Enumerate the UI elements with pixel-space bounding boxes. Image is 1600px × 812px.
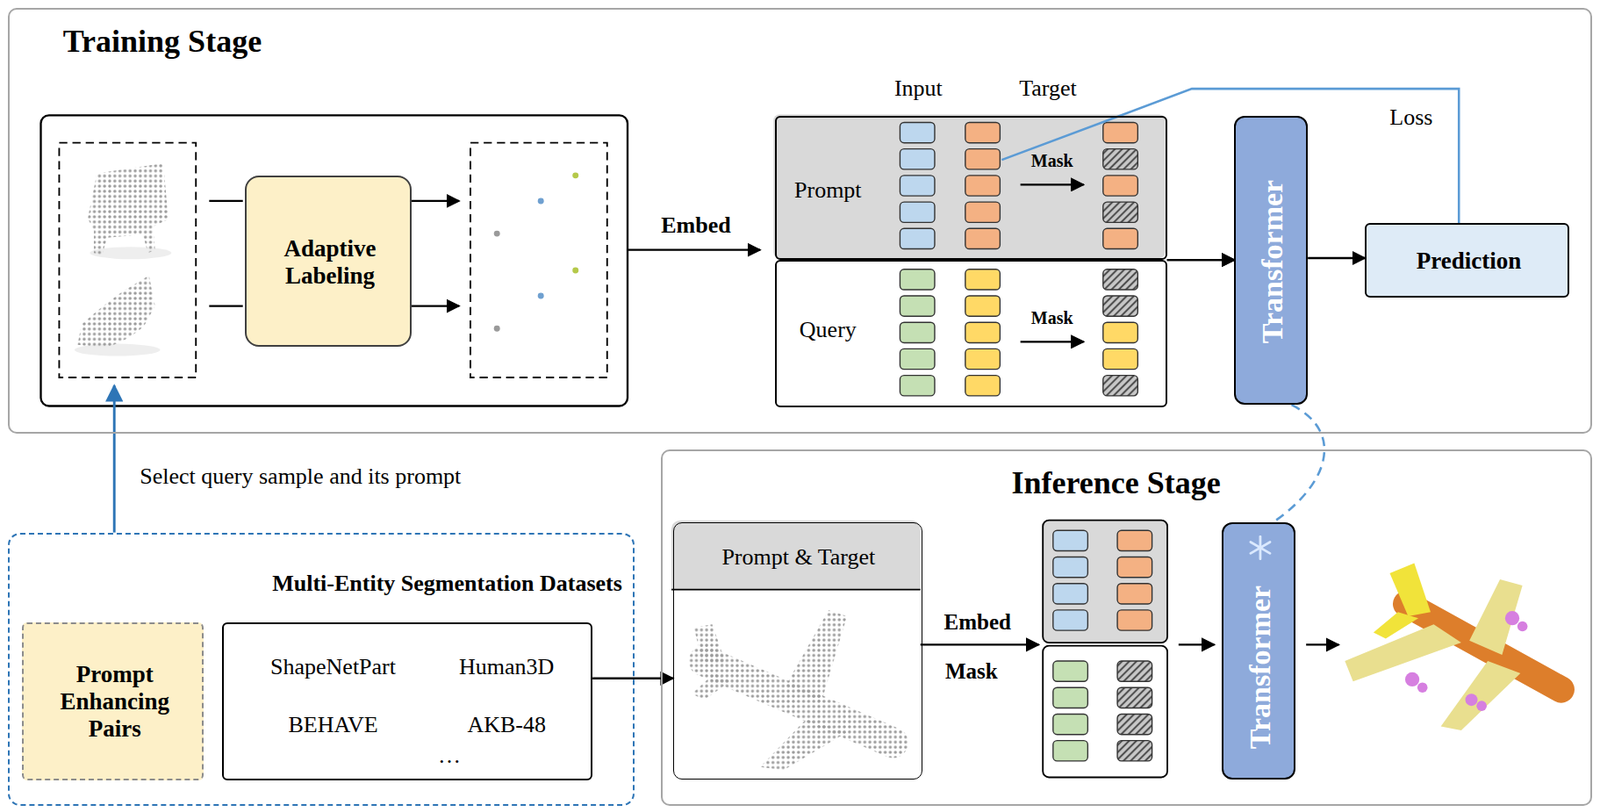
free-label: Select query sample and its prompt: [139, 463, 461, 490]
free-label: Embed: [944, 609, 1012, 636]
token-cell: [1103, 269, 1139, 290]
token-cell: [899, 121, 935, 143]
model-box: Transformer: [1234, 115, 1308, 405]
token-group: Prompt: [774, 115, 1167, 260]
token-cell: [965, 269, 1001, 290]
token-cell: [1053, 583, 1089, 604]
node-label: AKB-48: [466, 711, 546, 739]
token-cell: [1103, 175, 1139, 196]
token-cell: [965, 175, 1001, 196]
token-cell: [1117, 660, 1153, 682]
token-cell: [965, 121, 1001, 143]
panel-title: Multi-Entity Segmentation Datasets: [272, 570, 623, 597]
token-cell: [899, 348, 935, 369]
process-box: Adaptive Labeling: [244, 175, 413, 347]
token-cell: [1117, 530, 1153, 551]
free-label: Input: [894, 75, 943, 102]
token-cell: [965, 375, 1001, 396]
stage-panel: Training StageAdaptive Labeling PromptQue…: [7, 7, 1592, 434]
token-cell: [1103, 295, 1139, 316]
model-box: Transformer: [1221, 522, 1296, 780]
token-cell: [1117, 556, 1153, 577]
connector: [1273, 404, 1325, 523]
free-label: Mask: [945, 659, 998, 685]
node-label: Transformer: [1243, 585, 1278, 749]
token-cell: [1053, 713, 1089, 734]
token-cell: [1053, 530, 1089, 551]
node-label: …: [437, 742, 461, 769]
data-box: Prompt Enhancing Pairs: [21, 622, 204, 781]
token-cell: [899, 269, 935, 290]
node-label: Prompt & Target: [721, 544, 876, 571]
input-box: Prompt & Target: [673, 522, 923, 780]
token-cell: [965, 322, 1001, 343]
token-cell: [1103, 348, 1139, 369]
token-cell: [899, 295, 935, 316]
free-label: Target: [1018, 75, 1077, 102]
dataset-list: ShapeNetPart Human3D BEHAVE AKB-48…: [222, 622, 593, 781]
token-cell: [965, 348, 1001, 369]
token-cell: [899, 149, 935, 170]
panel-title: Inference Stage: [1011, 465, 1220, 502]
connector: [1307, 257, 1365, 259]
token-cell: [1103, 322, 1139, 343]
connector: [1167, 258, 1235, 261]
node-label: Adaptive Labeling: [253, 235, 407, 290]
node-label: Query: [799, 316, 857, 344]
token-cell: [1117, 609, 1153, 631]
frozen-icon: [1248, 535, 1273, 560]
token-cell: [1053, 609, 1089, 631]
token-cell: [1053, 687, 1089, 708]
token-cell: [965, 149, 1001, 170]
stage-panel: Inference StagePrompt & TargetTransforme…: [660, 449, 1592, 807]
token-cell: [1053, 660, 1089, 682]
token-cell: [899, 201, 935, 223]
node-label: Prompt Enhancing Pairs: [43, 661, 187, 744]
token-cell: [1103, 149, 1139, 170]
node-label: Human3D: [459, 653, 554, 681]
token-cell: [1103, 201, 1139, 223]
dataset-group: Multi-Entity Segmentation DatasetsPrompt…: [7, 532, 635, 807]
connector: [1167, 258, 1235, 261]
token-cell: [1053, 740, 1089, 761]
token-cell: [899, 375, 935, 396]
token-cell: [965, 201, 1001, 223]
output-box: Prediction: [1364, 222, 1570, 298]
panel-title: Training Stage: [63, 24, 262, 61]
connector: [1001, 88, 1459, 223]
token-cell: [1103, 121, 1139, 143]
free-label: Mask: [1031, 150, 1074, 171]
node-label: BEHAVE: [287, 711, 378, 739]
token-cell: [899, 228, 935, 249]
token-cell: [1117, 740, 1153, 761]
node-label: Prompt: [794, 177, 862, 204]
token-cell: [965, 295, 1001, 316]
token-cell: [1117, 583, 1153, 604]
node-label: Transformer: [1255, 179, 1291, 344]
free-label: Mask: [1031, 307, 1074, 328]
node-label: Prediction: [1416, 248, 1522, 276]
token-cell: [1103, 375, 1139, 396]
node-label: ShapeNetPart: [270, 653, 396, 681]
token-cell: [1103, 228, 1139, 249]
token-cell: [965, 228, 1001, 249]
token-cell: [1117, 713, 1153, 734]
token-cell: [1117, 687, 1153, 708]
token-cell: [899, 322, 935, 343]
edge-label: Loss: [1386, 104, 1435, 131]
token-cell: [899, 175, 935, 196]
free-label: Embed: [660, 212, 731, 239]
token-group: Query: [774, 259, 1167, 407]
token-cell: [1053, 556, 1089, 577]
